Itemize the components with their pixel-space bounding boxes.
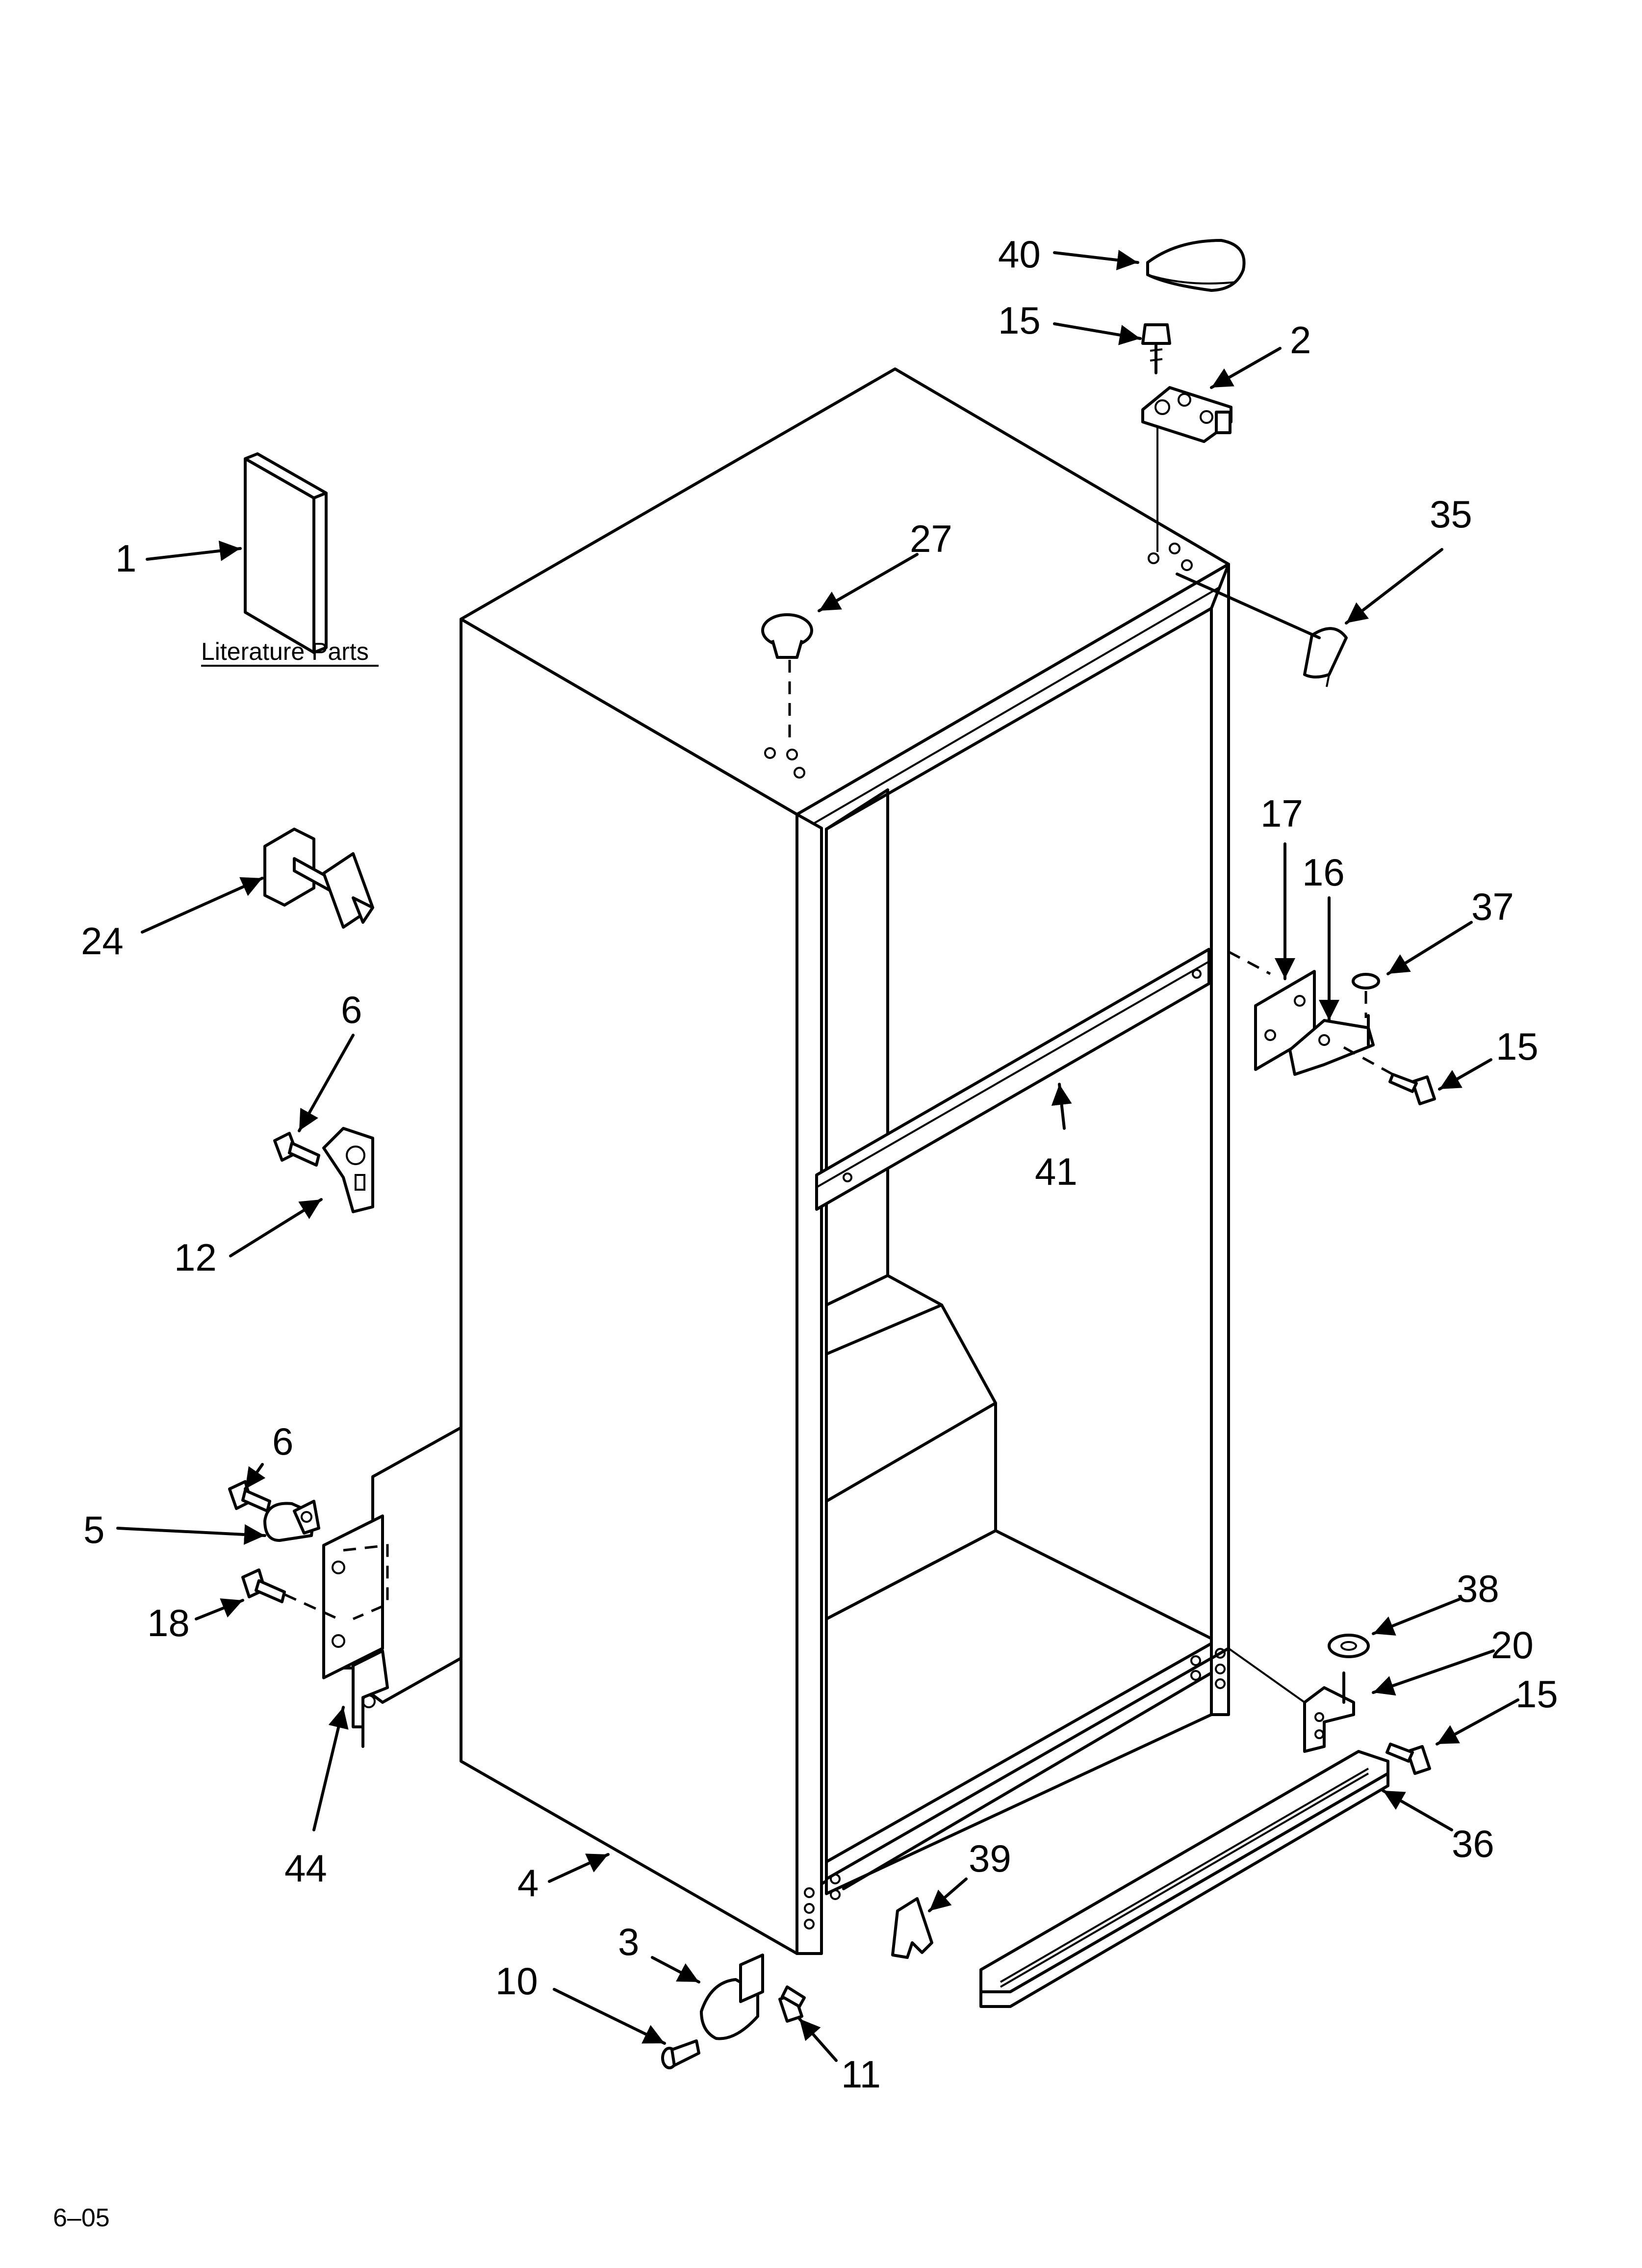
bottom-hinge-assembly — [228, 1426, 462, 1748]
callout-44: 44 — [284, 1847, 327, 1890]
callout-35: 35 — [1430, 493, 1472, 536]
screw-part-11 — [778, 1985, 806, 2023]
part-35-clip — [1303, 627, 1348, 687]
callout-2: 2 — [1290, 318, 1311, 362]
callout-labels: 1 40 15 2 35 27 24 6 12 17 16 37 15 41 6… — [81, 233, 1558, 2096]
callout-36: 36 — [1452, 1822, 1494, 1865]
callout-1: 1 — [115, 537, 136, 580]
callout-15-top: 15 — [998, 299, 1041, 342]
callout-24: 24 — [81, 919, 124, 963]
callout-40: 40 — [998, 233, 1041, 276]
toe-grille-part-36 — [979, 1750, 1389, 2008]
center-hinge-assembly — [1228, 950, 1436, 1105]
literature-parts-label-group: Literature Parts — [201, 638, 379, 667]
callout-17: 17 — [1260, 792, 1303, 835]
plug-part-27 — [761, 613, 813, 746]
lower-right-hinge-assembly — [1228, 1634, 1431, 1775]
center-rail-part-41 — [815, 948, 1210, 1211]
literature-parts-label: Literature Parts — [201, 638, 369, 665]
callout-4: 4 — [517, 1861, 539, 1904]
callout-39: 39 — [969, 1837, 1011, 1880]
callout-16: 16 — [1302, 851, 1345, 894]
callout-41: 41 — [1035, 1150, 1078, 1193]
callout-15-bottom: 15 — [1515, 1672, 1558, 1716]
screw-part-10 — [661, 2039, 700, 2069]
callout-37: 37 — [1471, 885, 1514, 928]
callout-18: 18 — [147, 1601, 190, 1644]
callout-10: 10 — [495, 1959, 538, 2003]
callout-27: 27 — [910, 517, 952, 560]
callout-20: 20 — [1491, 1623, 1534, 1667]
part-24-latch — [263, 828, 374, 929]
cabinet-part-4 — [460, 367, 1230, 1955]
leader-lines — [116, 250, 1519, 2062]
part-12-bracket — [322, 1127, 374, 1213]
callout-6-lower: 6 — [272, 1420, 293, 1463]
callout-38: 38 — [1457, 1567, 1499, 1610]
callout-5: 5 — [83, 1508, 104, 1551]
screw-top-hinge — [1141, 323, 1171, 374]
callout-12: 12 — [174, 1236, 217, 1279]
callout-6-upper: 6 — [341, 988, 362, 1031]
callout-15-mid: 15 — [1496, 1025, 1539, 1068]
clip-part-39 — [891, 1897, 933, 1959]
leveling-leg-part-3 — [700, 1954, 764, 2040]
screw-part-6-upper — [273, 1132, 320, 1167]
literature-booklet — [244, 452, 328, 654]
top-hinge-part-2 — [1141, 386, 1232, 552]
hinge-cover-part-40 — [1146, 239, 1246, 292]
callout-11: 11 — [841, 2053, 881, 2096]
footer-revision-code: 6–05 — [53, 2204, 110, 2232]
callout-3: 3 — [618, 1920, 639, 1963]
